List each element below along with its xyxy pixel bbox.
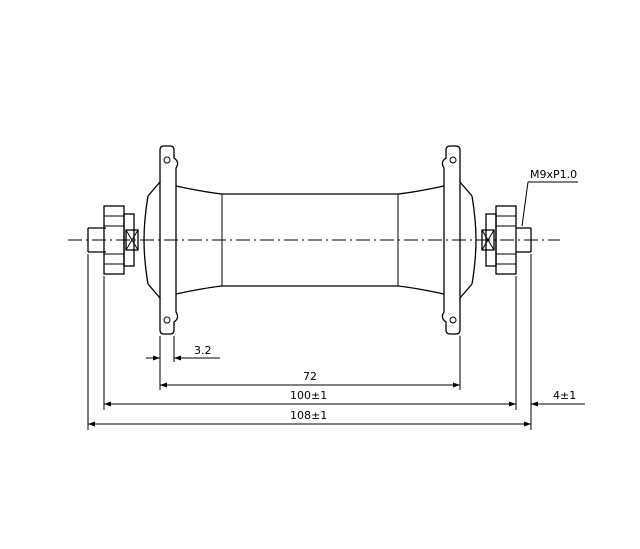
hub-body: [143, 145, 477, 335]
dim-flange-thickness: 3.2: [146, 344, 220, 361]
dim-label-flange-spacing: 72: [303, 370, 317, 383]
dim-label-axle-length: 108±1: [290, 409, 327, 422]
dim-flange-spacing: 72: [160, 370, 460, 388]
dim-label-flange-thickness: 3.2: [194, 344, 212, 357]
left-locknut: [103, 205, 139, 275]
thread-label: M9xP1.0: [530, 168, 577, 181]
thread-callout: M9xP1.0: [521, 168, 578, 227]
dim-over-locknut: 100±1: [104, 389, 516, 407]
right-locknut: [481, 205, 517, 275]
axle: [87, 227, 532, 253]
dim-label-over-locknut: 100±1: [290, 389, 327, 402]
dim-label-axle-protrusion: 4±1: [553, 389, 576, 402]
dim-axle-protrusion: 4±1: [500, 389, 585, 407]
extension-lines: [87, 254, 532, 430]
dim-axle-length: 108±1: [88, 409, 531, 427]
